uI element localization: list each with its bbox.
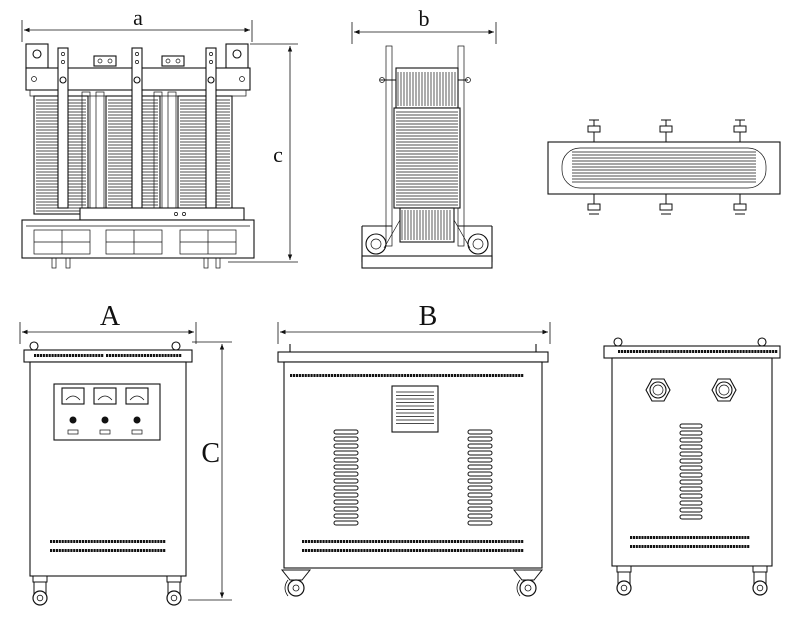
dimension-label-C: C bbox=[201, 438, 220, 469]
core-front-view: a c bbox=[21, 5, 298, 269]
core-top-view bbox=[547, 119, 781, 215]
dimension-label-c: c bbox=[273, 142, 283, 167]
core-side-view: b bbox=[351, 6, 497, 269]
dimension-label-B: B bbox=[419, 301, 438, 332]
dimension-label-a: a bbox=[133, 5, 143, 30]
cabinet-side-view: B bbox=[277, 301, 551, 597]
dimension-label-A: A bbox=[100, 301, 121, 332]
dimension-label-b: b bbox=[419, 6, 430, 31]
cabinet-back-view bbox=[603, 337, 781, 596]
cabinet-front-view: A C bbox=[19, 301, 232, 606]
